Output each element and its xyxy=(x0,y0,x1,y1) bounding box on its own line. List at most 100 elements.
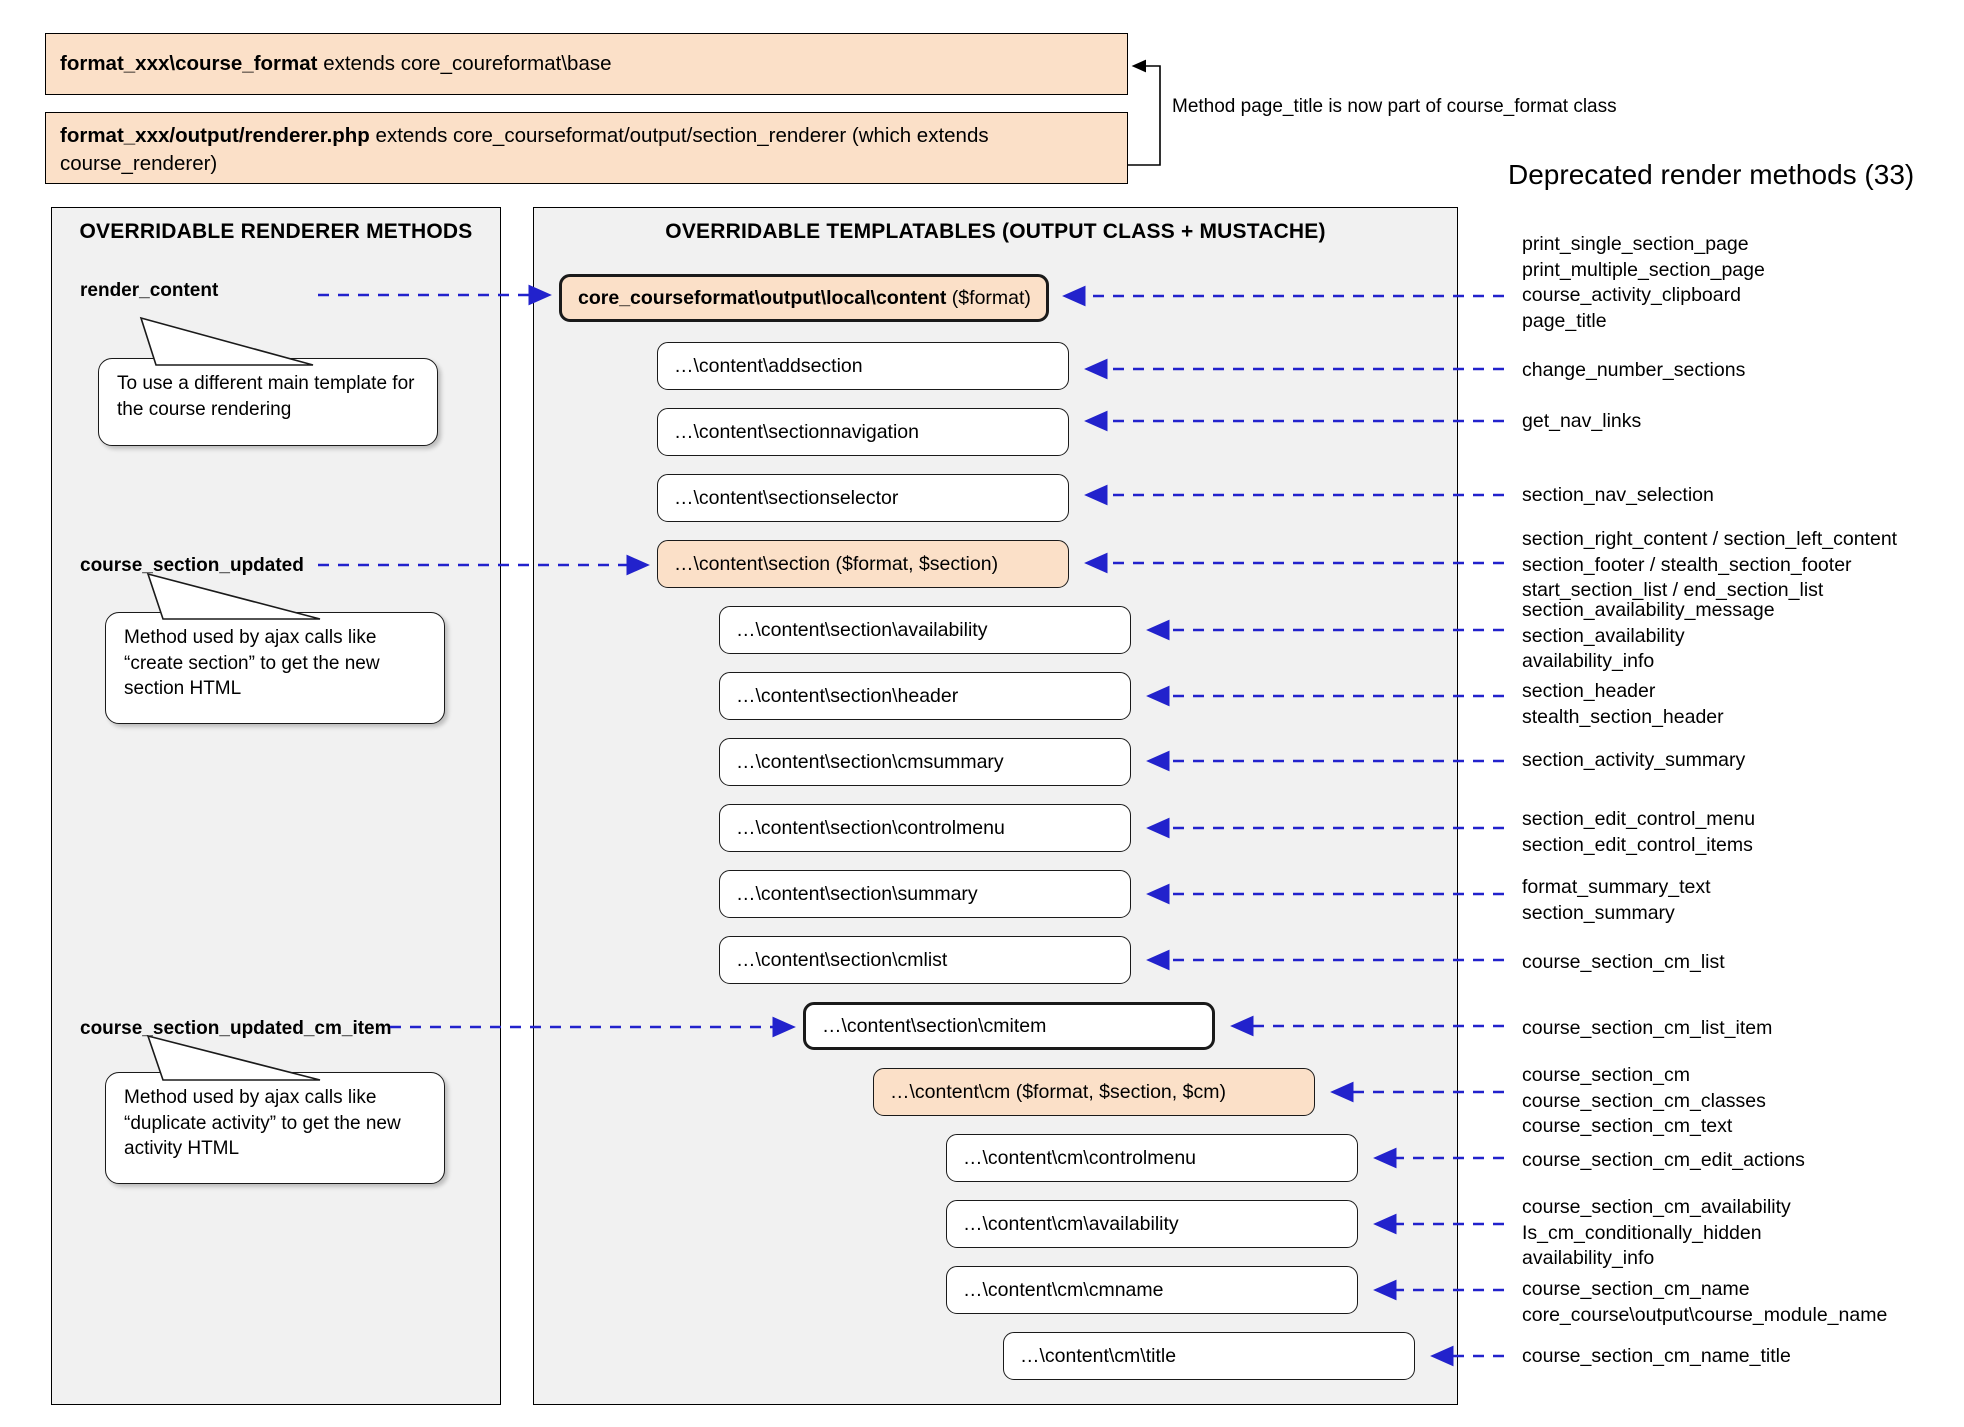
templatable-box-section[interactable]: …\content\section ($format, $section) xyxy=(657,540,1069,588)
dep-11-0: course_section_cm_list_item xyxy=(1522,1017,1773,1039)
deprecated-group-13: course_section_cm_edit_actions xyxy=(1522,1148,1805,1174)
center-panel-title: OVERRIDABLE TEMPLATABLES (OUTPUT CLASS +… xyxy=(665,220,1326,243)
header-box-course-format: format_xxx\course_format extends core_co… xyxy=(45,33,1128,95)
deprecated-group-14: course_section_cm_availability Is_cm_con… xyxy=(1522,1195,1791,1272)
dep-14-2: availability_info xyxy=(1522,1247,1655,1270)
callout-3-line-1: Method used by ajax calls like xyxy=(124,1087,377,1108)
callout-course-section-updated-cm-item: Method used by ajax calls like “duplicat… xyxy=(105,1072,445,1184)
dep-16-0: course_section_cm_name_title xyxy=(1522,1345,1791,1367)
tbox-14-label: …\content\cm\availability xyxy=(963,1212,1179,1235)
dep-12-0: course_section_cm xyxy=(1522,1064,1690,1086)
deprecated-group-8: section_edit_control_menu section_edit_c… xyxy=(1522,807,1755,858)
deprecated-group-5: section_availability_message section_ava… xyxy=(1522,598,1775,675)
dep-4-2: start_section_list / end_section_list xyxy=(1522,579,1824,602)
dep-4-1: section_footer / stealth_section_footer xyxy=(1522,553,1852,576)
deprecated-group-3: section_nav_selection xyxy=(1522,483,1714,509)
templatable-box-cm-availability[interactable]: …\content\cm\availability xyxy=(946,1200,1358,1248)
method-course-section-updated-cm-item: course_section_updated_cm_item xyxy=(80,1018,392,1039)
dep-14-1: Is_cm_conditionally_hidden xyxy=(1522,1221,1762,1244)
callout-3-line-3: activity HTML xyxy=(124,1138,240,1160)
templatable-box-section-summary[interactable]: …\content\section\summary xyxy=(719,870,1131,918)
tbox-6-label: …\content\section\header xyxy=(736,684,959,707)
dep-0-1: print_multiple_section_page xyxy=(1522,258,1765,281)
dep-8-1: section_edit_control_items xyxy=(1522,833,1753,856)
templatable-box-cm[interactable]: …\content\cm ($format, $section, $cm) xyxy=(873,1068,1315,1116)
header-box-1-bold: format_xxx\course_format xyxy=(60,52,318,76)
callout-1-line-1: To use a different main template for xyxy=(117,373,415,394)
dep-1-0: change_number_sections xyxy=(1522,359,1746,381)
dep-12-1: course_section_cm_classes xyxy=(1522,1089,1766,1112)
dep-6-1: stealth_section_header xyxy=(1522,705,1724,728)
header-box-renderer-php: format_xxx/output/renderer.php extends c… xyxy=(45,112,1128,184)
templatable-box-section-header[interactable]: …\content\section\header xyxy=(719,672,1131,720)
callout-render-content: To use a different main template for the… xyxy=(98,358,438,446)
deprecated-group-0: print_single_section_page print_multiple… xyxy=(1522,232,1765,335)
deprecated-group-16: course_section_cm_name_title xyxy=(1522,1344,1791,1370)
callout-3-line-2: “duplicate activity” to get the new xyxy=(124,1112,401,1134)
templatable-box-section-cmlist[interactable]: …\content\section\cmlist xyxy=(719,936,1131,984)
dep-6-0: section_header xyxy=(1522,680,1656,702)
dep-0-0: print_single_section_page xyxy=(1522,233,1749,255)
deprecated-group-2: get_nav_links xyxy=(1522,409,1641,435)
dep-14-0: course_section_cm_availability xyxy=(1522,1196,1791,1218)
dep-15-0: course_section_cm_name xyxy=(1522,1278,1750,1300)
templatable-box-sectionselector[interactable]: …\content\sectionselector xyxy=(657,474,1069,522)
deprecated-group-15: course_section_cm_name core_course\outpu… xyxy=(1522,1277,1887,1328)
templatable-box-section-cmitem[interactable]: …\content\section\cmitem xyxy=(803,1002,1215,1050)
dep-5-0: section_availability_message xyxy=(1522,599,1775,621)
deprecated-group-9: format_summary_text section_summary xyxy=(1522,875,1711,926)
dep-5-2: availability_info xyxy=(1522,650,1655,673)
page-title-note: Method page_title is now part of course_… xyxy=(1172,96,1617,117)
header-connector xyxy=(1128,59,1161,166)
dep-12-2: course_section_cm_text xyxy=(1522,1115,1733,1138)
dep-8-0: section_edit_control_menu xyxy=(1522,808,1756,830)
templatable-box-content[interactable]: core_courseformat\output\local\content (… xyxy=(559,274,1049,322)
deprecated-group-6: section_header stealth_section_header xyxy=(1522,679,1724,730)
tbox-11-label: …\content\section\cmitem xyxy=(822,1014,1047,1037)
callout-2-line-2: “create section” to get the new xyxy=(124,652,380,674)
header-box-2-rest: extends core_courseformat/output/section… xyxy=(60,124,989,175)
templatable-box-sectionnavigation[interactable]: …\content\sectionnavigation xyxy=(657,408,1069,456)
dep-0-2: course_activity_clipboard xyxy=(1522,284,1741,307)
dep-5-1: section_availability xyxy=(1522,624,1685,647)
deprecated-group-4: section_right_content / section_left_con… xyxy=(1522,527,1897,604)
templatable-box-section-cmsummary[interactable]: …\content\section\cmsummary xyxy=(719,738,1131,786)
deprecated-group-1: change_number_sections xyxy=(1522,358,1745,384)
tbox-9-label: …\content\section\summary xyxy=(736,882,978,905)
method-course-section-updated: course_section_updated xyxy=(80,555,304,576)
left-panel-title: OVERRIDABLE RENDERER METHODS xyxy=(79,220,473,243)
deprecated-group-11: course_section_cm_list_item xyxy=(1522,1016,1772,1042)
header-box-1-rest: extends core_coureformat\base xyxy=(317,52,612,76)
templatable-box-cm-cmname[interactable]: …\content\cm\cmname xyxy=(946,1266,1358,1314)
tbox-2-label: …\content\sectionnavigation xyxy=(674,420,919,443)
tbox-5-label: …\content\section\availability xyxy=(736,618,988,641)
tbox-0-rest: ($format) xyxy=(946,286,1031,309)
tbox-15-label: …\content\cm\cmname xyxy=(963,1278,1164,1301)
templatable-box-cm-controlmenu[interactable]: …\content\cm\controlmenu xyxy=(946,1134,1358,1182)
templatable-box-addsection[interactable]: …\content\addsection xyxy=(657,342,1069,390)
tbox-16-label: …\content\cm\title xyxy=(1020,1344,1177,1367)
dep-3-0: section_nav_selection xyxy=(1522,484,1714,506)
tbox-12-label: …\content\cm ($format, $section, $cm) xyxy=(890,1080,1226,1103)
tbox-10-label: …\content\section\cmlist xyxy=(736,948,948,971)
dep-9-0: format_summary_text xyxy=(1522,876,1711,898)
dep-0-3: page_title xyxy=(1522,310,1607,333)
callout-2-line-3: section HTML xyxy=(124,678,242,700)
header-box-2-bold: format_xxx/output/renderer.php xyxy=(60,124,370,147)
deprecated-group-10: course_section_cm_list xyxy=(1522,950,1725,976)
templatable-box-section-controlmenu[interactable]: …\content\section\controlmenu xyxy=(719,804,1131,852)
dep-4-0: section_right_content / section_left_con… xyxy=(1522,528,1898,550)
deprecated-title: Deprecated render methods (33) xyxy=(1508,159,1915,190)
dep-10-0: course_section_cm_list xyxy=(1522,951,1725,973)
tbox-0-bold: core_courseformat\output\local\content xyxy=(578,286,947,309)
templatable-box-cm-title[interactable]: …\content\cm\title xyxy=(1003,1332,1415,1380)
dep-9-1: section_summary xyxy=(1522,901,1675,924)
dep-13-0: course_section_cm_edit_actions xyxy=(1522,1149,1805,1171)
tbox-7-label: …\content\section\cmsummary xyxy=(736,750,1004,773)
tbox-13-label: …\content\cm\controlmenu xyxy=(963,1146,1197,1169)
tbox-8-label: …\content\section\controlmenu xyxy=(736,816,1005,839)
templatable-box-section-availability[interactable]: …\content\section\availability xyxy=(719,606,1131,654)
tbox-3-label: …\content\sectionselector xyxy=(674,486,899,509)
callout-2-line-1: Method used by ajax calls like xyxy=(124,627,377,648)
deprecated-group-7: section_activity_summary xyxy=(1522,748,1745,774)
